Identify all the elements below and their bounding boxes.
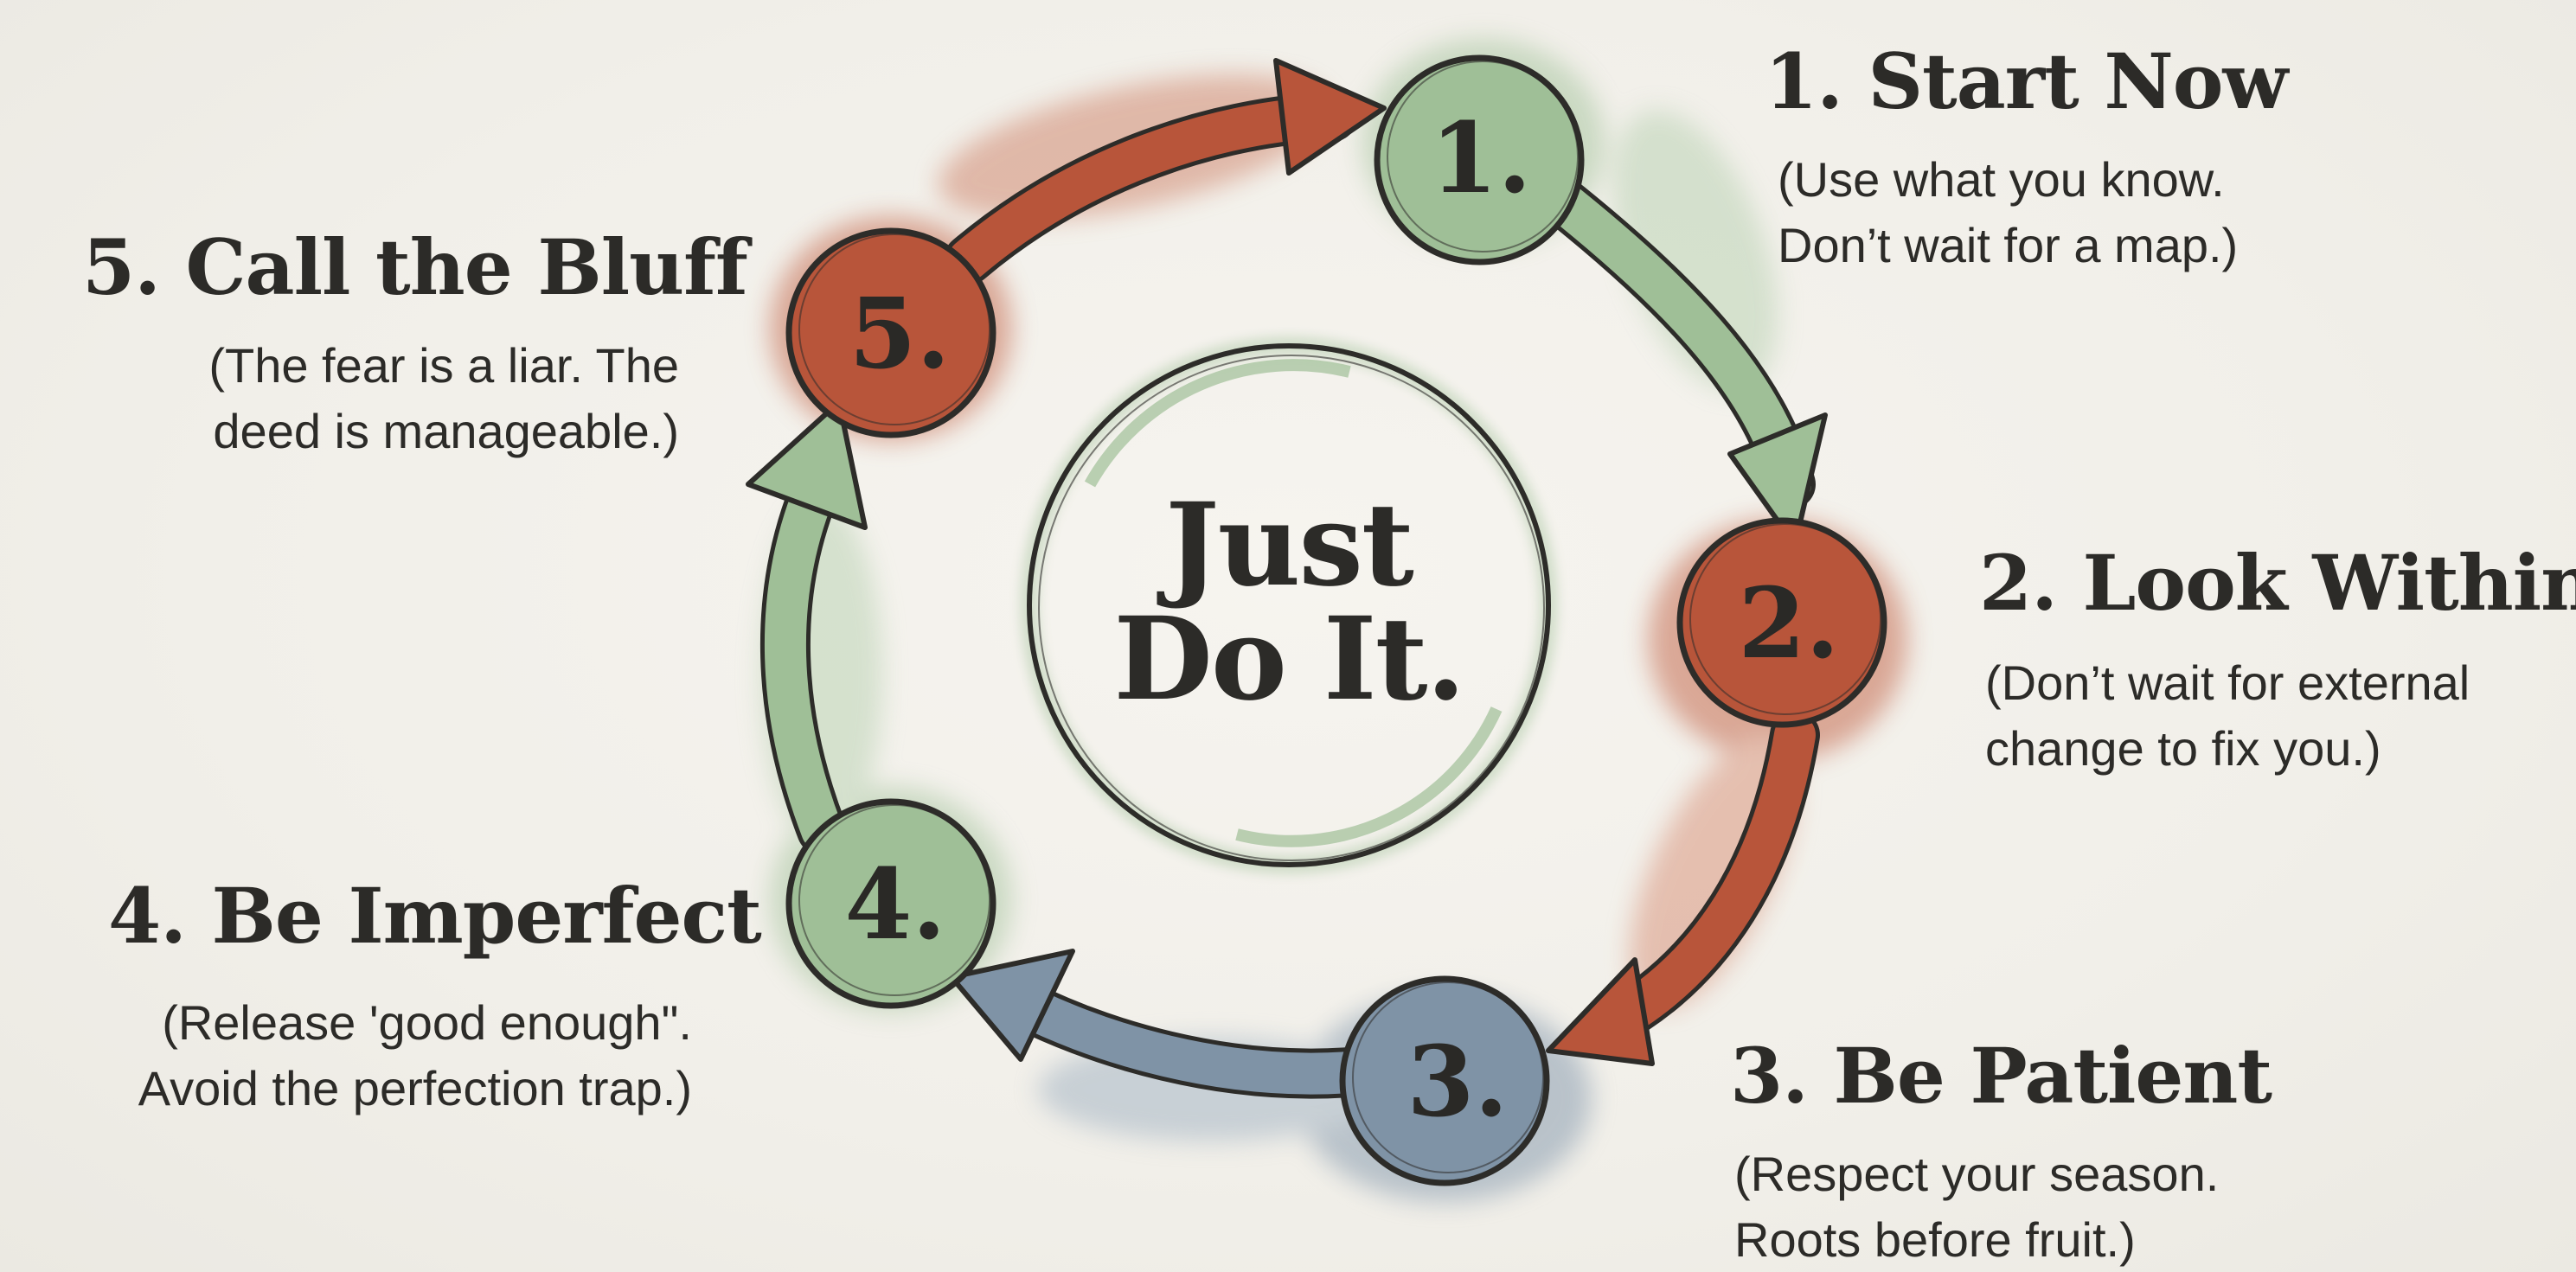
center-title-line2: Do It. bbox=[1113, 592, 1465, 726]
center-title: Just Do It. bbox=[1073, 489, 1505, 717]
step-2-description: (Don’t wait for external change to fix y… bbox=[1985, 655, 2470, 776]
cycle-arrows bbox=[746, 58, 1828, 1099]
node-3-label: 3. bbox=[1407, 1026, 1509, 1139]
node-2-label: 2. bbox=[1739, 567, 1840, 681]
step-1-title: 1. Start Now bbox=[1765, 36, 2288, 126]
center-ring bbox=[1020, 336, 1558, 874]
node-3: 3. bbox=[1339, 975, 1550, 1186]
step-5-title: 5. Call the Bluff bbox=[82, 222, 748, 312]
node-4: 4. bbox=[785, 798, 996, 1009]
node-4-label: 4. bbox=[845, 848, 946, 962]
node-2: 2. bbox=[1676, 517, 1887, 728]
step-3-description: (Respect your season. Roots before fruit… bbox=[1734, 1147, 2220, 1267]
step-4-description: (Release 'good enough". Avoid the perfec… bbox=[138, 995, 692, 1115]
step-1-description: (Use what you know. Don’t wait for a map… bbox=[1778, 152, 2239, 272]
node-1: 1. bbox=[1374, 54, 1585, 265]
step-2-title: 2. Look Within bbox=[1979, 538, 2576, 628]
step-4-title: 4. Be Imperfect bbox=[108, 871, 762, 961]
step-5-description: (The fear is a liar. The deed is managea… bbox=[208, 338, 679, 458]
step-3-title: 3. Be Patient bbox=[1730, 1031, 2272, 1121]
node-1-label: 1. bbox=[1431, 102, 1532, 215]
node-5: 5. bbox=[785, 227, 996, 438]
center-title-line1: Just bbox=[1165, 478, 1414, 612]
node-5-label: 5. bbox=[849, 278, 951, 391]
